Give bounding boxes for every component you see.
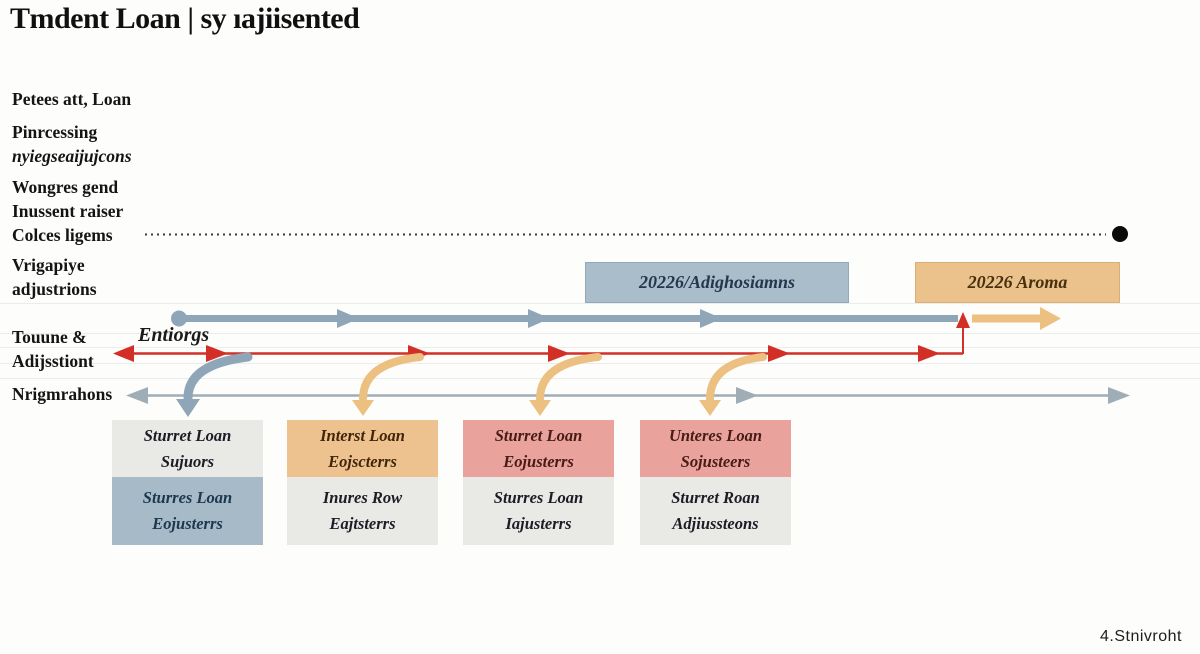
process-column-1: Sturret Loan Sujuors Sturres Loan Eojust… [112, 420, 263, 545]
label-colces: Colces ligems [12, 225, 113, 245]
gray-arrowhead-left [126, 387, 148, 404]
box-text: Interst Loan [320, 425, 405, 445]
box-text: Sturret Loan [494, 425, 583, 445]
label-inussent: Inussent raiser [12, 201, 124, 221]
process-box: Unteres Loan Sojusteers [640, 420, 791, 477]
dotted-line [145, 226, 1128, 242]
gray-return-line [126, 387, 1130, 404]
milestone-blue-label: 20226/Adighosiamns [638, 272, 796, 292]
box-text: Sturret Loan [143, 425, 232, 445]
end-dot [1112, 226, 1128, 242]
red-feedback-arrow [113, 312, 970, 362]
process-column-2: Interst Loan Eojscterrs Inures Row Eajts… [287, 420, 438, 545]
process-column-4: Unteres Loan Sojusteers Sturret Roan Adj… [640, 420, 791, 545]
milestone-box-tan: 20226 Aroma [915, 262, 1120, 303]
box-text: Eojscterrs [328, 451, 397, 471]
box-text: Unteres Loan [668, 425, 763, 445]
timeline-arrowhead-3 [700, 309, 722, 328]
box-text: Eajtsterrs [329, 514, 396, 533]
label-pinrcessing: Pinrcessing [12, 122, 98, 142]
label-nyieg: nyiegseaijujcons [12, 146, 132, 166]
box-text: Adjiussteons [672, 514, 759, 533]
box-text: Eojusterrs [152, 514, 223, 533]
label-petees: Petees att, Loan [12, 89, 132, 109]
process-box: Inures Row Eajtsterrs [287, 477, 438, 545]
timeline-arrow [171, 309, 958, 328]
label-touune-1: Touune & [12, 327, 87, 347]
box-text: Eojusterrs [503, 451, 574, 471]
timeline-arrowhead-1 [337, 309, 359, 328]
label-vrigapiye-1: Vrigapiye [12, 255, 85, 275]
box-text: Sujuors [160, 451, 215, 471]
process-box: Interst Loan Eojscterrs [287, 420, 438, 477]
milestone-box-blue: 20226/Adighosiamns [585, 262, 849, 303]
box-text: Sturret Roan [671, 488, 760, 508]
process-box: Sturres Loan Eojusterrs [112, 477, 263, 545]
milestone-tan-label: 20226 Aroma [967, 272, 1068, 292]
footer-note: 4.Stnivroht [1100, 628, 1182, 645]
label-vrigapiye-2: adjustrions [12, 279, 97, 299]
orange-continuation-arrow [972, 307, 1061, 330]
box-text: Sturres Loan [142, 488, 233, 508]
gray-arrowhead-right [1108, 387, 1130, 404]
label-touune-2: Adijsstiont [12, 351, 94, 371]
faint-rule [0, 333, 1200, 334]
process-box: Sturret Loan Eojusterrs [463, 420, 614, 477]
process-column-3: Sturret Loan Eojusterrs Sturres Loan Iaj… [463, 420, 614, 545]
faint-rule [0, 303, 1200, 304]
process-box: Sturres Loan Iajusterrs [463, 477, 614, 545]
faint-rule [0, 347, 1200, 348]
label-wongres: Wongres gend [12, 177, 119, 197]
curved-drop-arrows [176, 352, 767, 417]
timeline-arrowhead-2 [528, 309, 550, 328]
page-title: Tmdent Loan | sy ıajiisented [10, 2, 360, 35]
label-nrigm: Nrigmrahons [12, 384, 113, 404]
process-box: Sturret Roan Adjiussteons [640, 477, 791, 545]
process-box: Sturret Loan Sujuors [112, 420, 263, 477]
faint-rule [0, 363, 1200, 364]
label-entiorgs: Entiorgs [138, 324, 210, 346]
gray-arrowhead-mid [736, 387, 758, 404]
red-arrowhead-up [956, 312, 970, 328]
box-text: Iajusterrs [505, 514, 572, 533]
faint-rule [0, 378, 1200, 379]
box-text: Inures Row [322, 488, 403, 508]
box-text: Sojusteers [680, 451, 751, 471]
box-text: Sturres Loan [493, 488, 584, 508]
